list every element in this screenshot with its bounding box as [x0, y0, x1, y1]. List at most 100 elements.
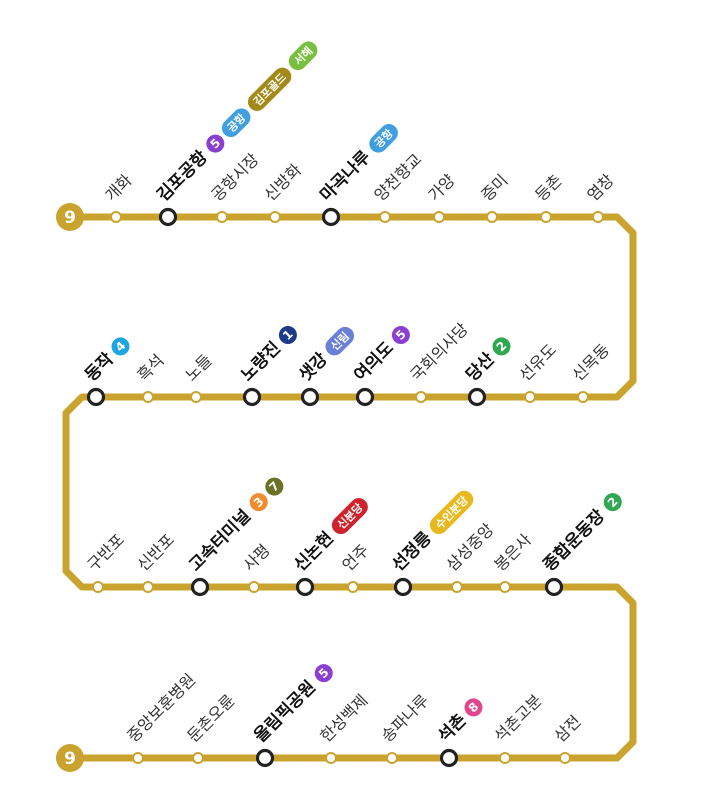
station-선유도[interactable]: 선유도: [515, 340, 560, 403]
station-name: 사평: [239, 541, 273, 575]
line-terminals: 99: [56, 203, 84, 772]
badge-label: 수인분당: [432, 493, 471, 532]
station-name: 노량진: [237, 338, 284, 385]
transfer-line-badge: 5: [314, 664, 333, 683]
transfer-station-marker: [355, 387, 375, 407]
station-label-group: 당산2: [462, 337, 511, 386]
transfer-station-marker: [255, 748, 275, 768]
badge-pill: [314, 664, 333, 683]
station-label-group: 삼전: [550, 712, 584, 746]
station-marker: [577, 391, 589, 403]
station-name: 신논현: [290, 528, 337, 575]
badge-pill: [249, 493, 268, 512]
station-석촌고분[interactable]: 석촌고분: [490, 691, 545, 764]
station-label-group: 증미: [477, 171, 511, 205]
station-둔촌오륜[interactable]: 둔촌오륜: [183, 691, 238, 764]
station-name: 가양: [424, 170, 458, 204]
line-number-circle: [56, 744, 84, 772]
station-label-group: 개화: [101, 170, 135, 204]
station-marker: [110, 211, 122, 223]
station-marker: [499, 581, 511, 593]
station-삼성중앙[interactable]: 삼성중앙: [442, 520, 498, 593]
station-name: 봉은사: [490, 530, 535, 575]
station-신반포[interactable]: 신반포: [133, 530, 178, 593]
transfer-line-badge: 서해: [288, 41, 318, 71]
station-marker: [269, 211, 281, 223]
transfer-station-marker: [158, 207, 178, 227]
transfer-line-badge: 수인분당: [429, 490, 474, 535]
station-label-group: 공항시장: [207, 150, 262, 205]
station-name: 선정릉: [388, 528, 436, 576]
transfer-station-marker: [393, 577, 413, 597]
station-name: 종합운동장: [539, 505, 609, 575]
badge-pill: [325, 326, 355, 356]
station-marker: [325, 752, 337, 764]
line-number-label: 9: [64, 749, 76, 769]
station-marker: [192, 752, 204, 764]
station-신목동[interactable]: 신목동: [568, 340, 613, 403]
line-start-terminal[interactable]: 9: [56, 203, 84, 231]
station-label-group: 봉은사: [490, 530, 535, 575]
badge-pill: [278, 326, 297, 345]
transfer-station-marker: [439, 748, 459, 768]
station-신방화[interactable]: 신방화: [260, 160, 305, 223]
station-label-group: 노들: [181, 351, 215, 385]
station-name: 개화: [101, 170, 135, 204]
station-중앙보훈병원[interactable]: 중앙보훈병원: [123, 670, 199, 764]
station-name: 여의도: [350, 338, 398, 386]
line-end-terminal[interactable]: 9: [56, 744, 84, 772]
station-marker: [142, 581, 154, 593]
station-name: 증미: [477, 171, 511, 205]
station-marker: [216, 211, 228, 223]
station-name: 신방화: [260, 160, 305, 205]
station-name: 공항시장: [207, 150, 262, 205]
station-marker: [559, 752, 571, 764]
station-공항시장[interactable]: 공항시장: [207, 150, 263, 223]
transfer-station-marker: [242, 387, 262, 407]
station-구반포[interactable]: 구반포: [83, 530, 128, 593]
station-name: 등촌: [531, 171, 565, 205]
badge-pill: [221, 108, 251, 138]
station-name: 삼전: [550, 712, 584, 746]
line-number-circle: [56, 203, 84, 231]
badge-pill: [288, 41, 318, 71]
transfer-station-marker: [190, 577, 210, 597]
badge-pill: [464, 698, 483, 717]
station-송파나루[interactable]: 송파나루: [377, 691, 432, 764]
transfer-line-badge: 4: [111, 337, 130, 356]
station-label-group: 구반포: [83, 530, 128, 575]
station-name: 삼성중앙: [442, 520, 497, 575]
station-label-group: 송파나루: [377, 691, 432, 746]
badge-pill: [247, 67, 292, 111]
station-label-group: 신방화: [260, 160, 305, 205]
station-label-group: 등촌: [531, 171, 565, 205]
station-양천향교[interactable]: 양천향교: [370, 150, 425, 223]
badge-pill: [331, 498, 368, 535]
station-봉은사[interactable]: 봉은사: [490, 530, 535, 593]
station-label-group: 염창: [583, 170, 617, 204]
badge-pill: [492, 337, 511, 356]
transfer-line-badge: 2: [603, 493, 622, 512]
station-한성백제[interactable]: 한성백제: [316, 691, 371, 764]
transfer-station-marker: [300, 387, 320, 407]
station-name: 신목동: [568, 340, 613, 385]
station-국회의사당[interactable]: 국회의사당: [406, 319, 472, 403]
line-9-track: [62, 213, 637, 762]
transfer-line-badge: 3: [249, 493, 268, 512]
station-marker: [592, 211, 604, 223]
station-marker: [190, 391, 202, 403]
transfer-line-badge: 2: [492, 337, 511, 356]
station-label-group: 삼성중앙: [442, 520, 497, 575]
station-name: 송파나루: [377, 691, 432, 746]
